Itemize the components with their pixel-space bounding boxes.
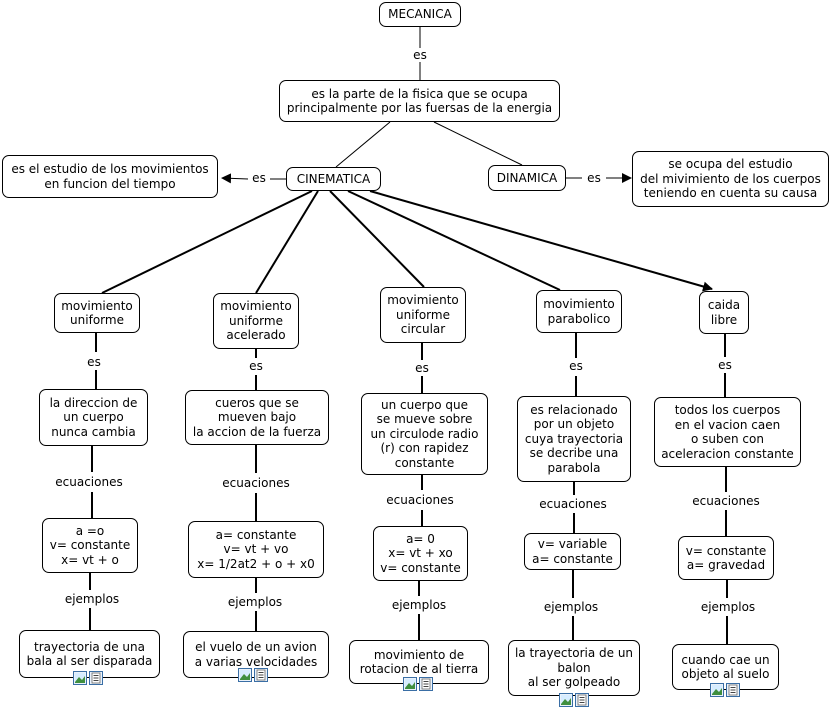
node-caida-libre[interactable]: caida libre [699, 291, 749, 334]
node-definicion-mecanica[interactable]: es la parte de la fisica que se ocupa pr… [279, 80, 560, 122]
edge-cinematica-mua [255, 190, 319, 294]
node-cl-definicion[interactable]: todos los cuerpos en el vacion caen o su… [654, 397, 801, 467]
node-mua-ecuaciones[interactable]: a= constante v= vt + vo x= 1/2at2 + o + … [188, 521, 324, 578]
link-label-ejemplos: ejemplos [541, 600, 601, 614]
node-mecanica[interactable]: MECANICA [379, 2, 461, 27]
edge-cinematica-cl [369, 190, 713, 292]
node-mu-ecuaciones[interactable]: a =o v= constante x= vt + o [42, 518, 138, 573]
link-label-es: es [411, 48, 429, 62]
text-resource-icon[interactable] [419, 677, 433, 691]
node-muc-ejemplo[interactable]: movimiento de rotacion de al tierra [349, 640, 489, 684]
resource-icons [238, 668, 268, 682]
image-resource-icon[interactable] [403, 677, 417, 691]
text-resource-icon[interactable] [89, 671, 103, 685]
link-label-es: es [716, 358, 734, 372]
link-label-ecuaciones: ecuaciones [220, 476, 292, 490]
link-label-ejemplos: ejemplos [698, 600, 758, 614]
node-mu-definicion[interactable]: la direccion de un cuerpo nunca cambia [39, 389, 148, 446]
image-resource-icon[interactable] [710, 683, 724, 697]
resource-icons [559, 693, 589, 707]
link-label-es: es [413, 361, 431, 375]
link-label-ejemplos: ejemplos [62, 592, 122, 606]
link-label-es: es [247, 359, 265, 373]
link-label-es: es [585, 171, 603, 185]
image-resource-icon[interactable] [559, 693, 573, 707]
node-cinematica-definicion[interactable]: es el estudio de los movimientos en func… [2, 155, 218, 198]
node-movimiento-uniforme-acelerado[interactable]: movimiento uniforme acelerado [213, 293, 299, 349]
image-resource-icon[interactable] [73, 671, 87, 685]
node-mu-ejemplo[interactable]: trayectoria de una bala al ser disparada [19, 630, 160, 678]
node-muc-ecuaciones[interactable]: a= 0 x= vt + xo v= constante [373, 526, 468, 581]
link-label-ecuaciones: ecuaciones [384, 493, 456, 507]
node-mua-definicion[interactable]: cueros que se mueven bajo la accion de l… [185, 390, 329, 445]
link-label-ecuaciones: ecuaciones [537, 497, 609, 511]
resource-icons [73, 671, 103, 685]
resource-icons [710, 683, 740, 697]
edge-cinematica-muc [329, 190, 425, 288]
node-mp-definicion[interactable]: es relacionado por un objeto cuya trayec… [517, 396, 631, 482]
node-mp-ejemplo[interactable]: la trayectoria de un balon al ser golpea… [508, 640, 640, 696]
node-cl-ecuaciones[interactable]: v= constante a= gravedad [678, 536, 774, 580]
edge-definicion-cinematica [335, 121, 391, 168]
text-resource-icon[interactable] [726, 683, 740, 697]
link-label-ejemplos: ejemplos [225, 595, 285, 609]
link-label-es: es [567, 359, 585, 373]
node-dinamica-definicion[interactable]: se ocupa del estudio del mivimiento de l… [632, 151, 829, 207]
edge-definicion-dinamica [433, 121, 523, 166]
node-dinamica[interactable]: DINAMICA [488, 165, 566, 191]
node-movimiento-uniforme[interactable]: movimiento uniforme [54, 293, 140, 333]
edge-es-cinematica-def [221, 173, 249, 184]
node-muc-definicion[interactable]: un cuerpo que se mueve sobre un circulod… [361, 393, 488, 475]
node-cl-ejemplo[interactable]: cuando cae un objeto al suelo [672, 644, 779, 690]
node-movimiento-parabolico[interactable]: movimiento parabolico [536, 290, 622, 333]
link-label-ecuaciones: ecuaciones [690, 494, 762, 508]
text-resource-icon[interactable] [575, 693, 589, 707]
node-cinematica[interactable]: CINEMATICA [286, 167, 381, 191]
link-label-es: es [250, 171, 268, 185]
node-mp-ecuaciones[interactable]: v= variable a= constante [524, 533, 621, 570]
link-label-ecuaciones: ecuaciones [53, 475, 125, 489]
image-resource-icon[interactable] [238, 668, 252, 682]
edge-cinematica-mu [101, 190, 313, 294]
link-label-es: es [85, 355, 103, 369]
edge-cinematica-mp [347, 190, 561, 291]
node-movimiento-uniforme-circular[interactable]: movimiento uniforme circular [380, 287, 466, 343]
text-resource-icon[interactable] [254, 668, 268, 682]
resource-icons [403, 677, 433, 691]
node-mua-ejemplo[interactable]: el vuelo de un avion a varias velocidade… [183, 631, 329, 678]
link-label-ejemplos: ejemplos [389, 598, 449, 612]
